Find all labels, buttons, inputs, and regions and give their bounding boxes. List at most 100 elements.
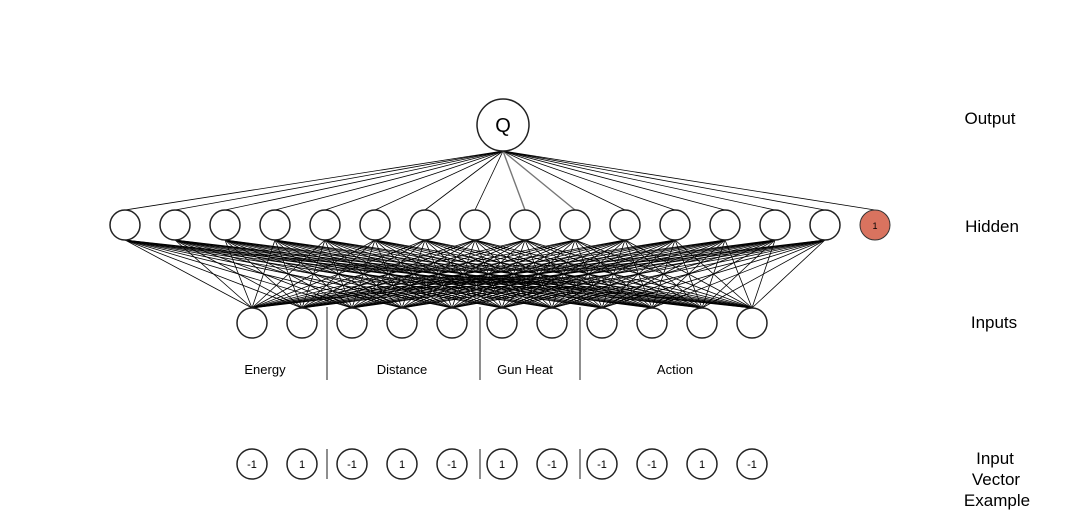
hidden-node-8 [509,209,541,241]
edge-hidden-10-input-0 [251,239,626,309]
bias-node-label: 1 [872,221,877,231]
edge-hidden-3-input-0 [251,239,276,309]
edge-hidden-4-input-0 [251,239,326,309]
hidden-layer [109,209,841,241]
edge-hidden-14-input-1 [301,239,826,309]
input-node-7 [586,307,618,339]
edge-output-hidden-8 [502,150,526,211]
edge-hidden-14-input-0 [251,239,826,309]
edge-hidden-14-input-7 [601,239,826,309]
example-node-0 [236,448,268,480]
edge-hidden-2-input-0 [224,239,253,309]
edge-output-hidden-11 [502,150,676,211]
group-label-action: Action [657,362,693,377]
example-node-8 [636,448,668,480]
input-layer [236,307,768,339]
input-node-3 [386,307,418,339]
edge-hidden-5-input-0 [251,239,376,309]
edge-hidden-11-input-0 [251,239,676,309]
edge-output-hidden-3 [274,150,504,211]
edge-hidden-1-input-0 [174,239,253,309]
hidden-node-13 [759,209,791,241]
hidden-node-12 [709,209,741,241]
input-node-6 [536,307,568,339]
output-node-label: Q [495,115,511,137]
example-node-value-10: -1 [747,459,757,471]
output-node-q [476,98,530,152]
edge-output-hidden-9 [502,150,576,211]
edge-output-hidden-15 [502,150,876,211]
layer-label-output: Output [964,109,1015,128]
example-node-9 [686,448,718,480]
edge-hidden-14-input-6 [551,239,826,309]
example-node-value-6: -1 [547,459,557,471]
hidden-node-9 [559,209,591,241]
edge-hidden-8-input-0 [251,239,526,309]
hidden-node-1 [159,209,191,241]
edge-output-hidden-1 [174,150,504,211]
example-node-4 [436,448,468,480]
edge-hidden-14-input-2 [351,239,826,309]
output-hidden-connections [124,150,876,211]
hidden-node-11 [659,209,691,241]
input-node-2 [336,307,368,339]
example-node-1 [286,448,318,480]
input-node-1 [286,307,318,339]
input-node-8 [636,307,668,339]
hidden-node-7 [459,209,491,241]
example-node-value-8: -1 [647,459,657,471]
edge-output-hidden-7 [474,150,504,211]
example-node-value-7: -1 [597,459,607,471]
hidden-node-14 [809,209,841,241]
example-node-10 [736,448,768,480]
edge-output-hidden-12 [502,150,726,211]
hidden-node-0 [109,209,141,241]
edge-hidden-14-input-10 [751,239,826,309]
example-node-value-1: 1 [299,459,305,471]
edge-hidden-14-input-8 [651,239,826,309]
example-node-6 [536,448,568,480]
layer-label-example-line1: Input [976,449,1014,468]
edge-hidden-13-input-0 [251,239,776,309]
example-node-value-0: -1 [247,459,257,471]
edge-hidden-14-input-3 [401,239,826,309]
input-node-10 [736,307,768,339]
example-node-3 [386,448,418,480]
hidden-node-2 [209,209,241,241]
group-label-energy: Energy [244,362,286,377]
example-node-7 [586,448,618,480]
edge-hidden-6-input-0 [251,239,426,309]
edge-hidden-12-input-0 [251,239,726,309]
edge-output-hidden-13 [502,150,776,211]
edge-output-hidden-4 [324,150,504,211]
edge-hidden-14-input-4 [451,239,826,309]
hidden-node-10 [609,209,641,241]
edge-output-hidden-5 [374,150,504,211]
input-node-4 [436,307,468,339]
example-node-value-2: -1 [347,459,357,471]
layer-label-inputs: Inputs [971,313,1017,332]
hidden-node-5 [359,209,391,241]
example-node-2 [336,448,368,480]
hidden-node-3 [259,209,291,241]
layer-label-example-line2: Vector [972,470,1021,489]
edge-output-hidden-10 [502,150,626,211]
bias-node [859,209,891,241]
hidden-node-4 [309,209,341,241]
edge-hidden-9-input-0 [251,239,576,309]
edge-hidden-0-input-0 [124,239,253,309]
edge-output-hidden-0 [124,150,504,211]
example-node-value-9: 1 [699,459,705,471]
group-label-gun-heat: Gun Heat [497,362,553,377]
input-node-5 [486,307,518,339]
layer-label-hidden: Hidden [965,217,1019,236]
edge-output-hidden-14 [502,150,826,211]
hidden-input-connections [124,239,826,309]
edge-hidden-7-input-0 [251,239,476,309]
input-node-9 [686,307,718,339]
edge-hidden-14-input-5 [501,239,826,309]
edge-output-hidden-2 [224,150,504,211]
hidden-node-6 [409,209,441,241]
